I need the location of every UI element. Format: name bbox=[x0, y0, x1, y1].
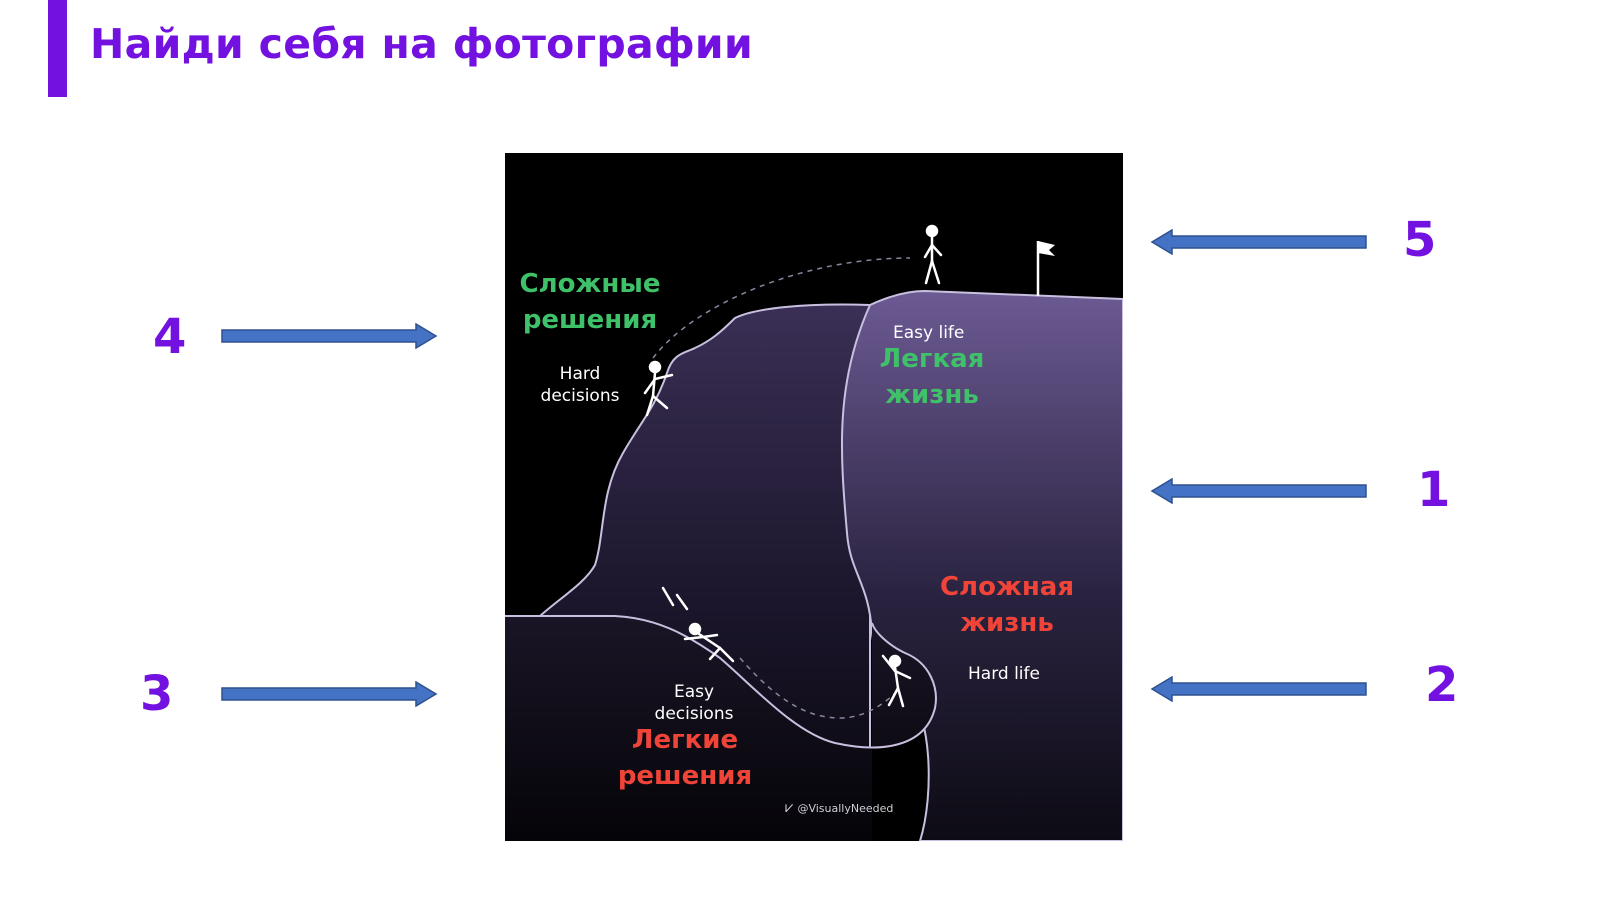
label-hard-decisions-en: Hard decisions bbox=[540, 364, 620, 406]
photo-credit: ⩗@VisuallyNeeded bbox=[785, 798, 893, 816]
marker-number-4: 4 bbox=[153, 309, 187, 365]
arrow-5 bbox=[1150, 229, 1367, 255]
label-easy-decisions-en: Easy decisions bbox=[654, 682, 734, 724]
marker-number-2: 2 bbox=[1425, 657, 1459, 713]
label-easy-life-en: Easy life bbox=[893, 323, 965, 343]
dashed-path-bottom bbox=[739, 657, 896, 719]
label-hard-life-ru: Сложная жизнь bbox=[939, 572, 1075, 638]
arrow-4 bbox=[221, 323, 438, 349]
stick-figure-top bbox=[923, 224, 943, 285]
arrow-3 bbox=[221, 681, 438, 707]
arrow-2 bbox=[1150, 676, 1367, 702]
marker-number-1: 1 bbox=[1417, 462, 1451, 518]
label-easy-decisions-ru: Легкие решения bbox=[617, 725, 753, 791]
lower-ledge-outline bbox=[505, 615, 937, 749]
marker-number-3: 3 bbox=[140, 666, 174, 722]
label-hard-life-en: Hard life bbox=[968, 664, 1040, 684]
stick-figure-climbing bbox=[643, 360, 674, 417]
hard-easy-life-illustration: Сложные решения Hard decisions Easy life… bbox=[505, 153, 1123, 841]
title-accent-bar bbox=[48, 0, 67, 97]
dashed-path-top bbox=[652, 257, 911, 359]
marker-number-5: 5 bbox=[1403, 212, 1437, 268]
slide-title: Найди себя на фотографии bbox=[90, 20, 753, 68]
lower-ledge-and-pit bbox=[505, 616, 936, 841]
stick-figure-sliding bbox=[661, 586, 735, 663]
label-easy-life-ru: Легкая жизнь bbox=[879, 344, 985, 410]
photo-credit-text: @VisuallyNeeded bbox=[797, 802, 894, 815]
stick-figure-in-pit bbox=[881, 654, 912, 708]
flag bbox=[1038, 241, 1055, 256]
visuallyneeded-logo-icon: ⩗ bbox=[785, 798, 794, 816]
illustration-drawing bbox=[505, 224, 1123, 841]
arrow-1 bbox=[1150, 478, 1367, 504]
label-hard-decisions-ru: Сложные решения bbox=[519, 269, 661, 335]
